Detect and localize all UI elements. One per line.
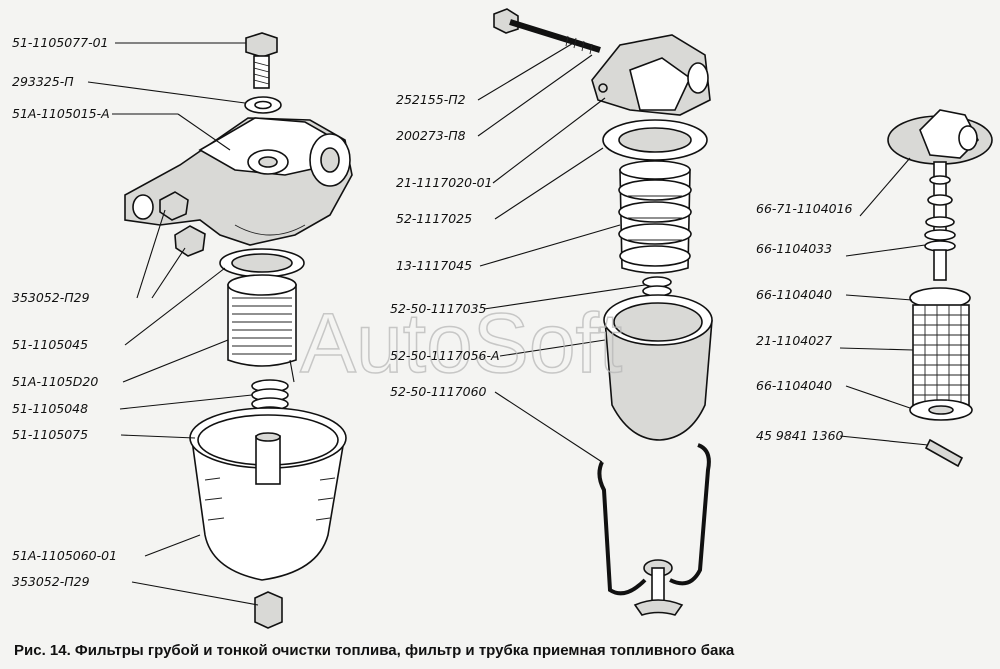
part-label: 13-1117045 <box>396 258 472 273</box>
tank-filter-cover <box>887 109 993 165</box>
sediment-bowl <box>189 407 347 581</box>
part-label: 353052-П29 <box>12 574 90 589</box>
part-labels: 51-1105077-01 293325-П 51А-1105015-А 353… <box>12 35 853 589</box>
top-bolt <box>245 32 278 89</box>
tank-filter-mesh <box>912 304 970 406</box>
part-label: 66-1104040 <box>756 378 832 393</box>
part-label: 51-1105077-01 <box>12 35 109 50</box>
side-plug-2 <box>174 225 206 257</box>
part-label: 21-1117020-01 <box>396 175 493 190</box>
part-label: 52-50-1117060 <box>390 384 487 399</box>
part-label: 66-71-1104016 <box>756 201 853 216</box>
part-label: 52-1117025 <box>396 211 472 226</box>
part-label: 66-1104033 <box>756 241 832 256</box>
part-label: 293325-П <box>12 74 74 89</box>
fine-filter-bowl <box>603 294 713 441</box>
part-label: 52-50-1117056-А <box>390 348 500 363</box>
part-label: 66-1104040 <box>756 287 832 302</box>
filter-housing <box>124 117 353 246</box>
coarse-filter-assembly <box>124 32 353 629</box>
part-label: 51А-1105015-А <box>12 106 110 121</box>
part-label: 21-1104027 <box>756 333 832 348</box>
fine-filter-assembly <box>493 8 713 616</box>
watermark: AutoSoft <box>300 296 622 390</box>
part-label: 52-50-1117035 <box>390 301 487 316</box>
figure-caption: Рис. 14. Фильтры грубой и тонкой очистки… <box>14 642 735 659</box>
part-label: 51-1105045 <box>12 337 88 352</box>
leader-lines <box>87 41 929 606</box>
part-label: 200273-П8 <box>396 128 466 143</box>
intake-tube <box>597 443 711 616</box>
part-label: 51А-1105060-01 <box>12 548 117 563</box>
long-bolt <box>493 8 601 55</box>
part-label: 51-1105048 <box>12 401 88 416</box>
filter-head <box>591 34 711 116</box>
tank-filter-assembly <box>887 109 993 468</box>
part-label: 45 9841 1360 <box>756 428 844 443</box>
part-label: 51А-1105D20 <box>12 374 98 389</box>
pin <box>924 438 964 468</box>
part-label: 353052-П29 <box>12 290 90 305</box>
tank-filter-stem <box>924 161 956 281</box>
fine-filter-element <box>618 160 692 274</box>
part-label: 252155-П2 <box>396 92 466 107</box>
side-plug-1 <box>159 191 189 221</box>
part-label: 51-1105075 <box>12 427 88 442</box>
filter-element <box>227 274 297 383</box>
drain-plug <box>254 591 283 629</box>
